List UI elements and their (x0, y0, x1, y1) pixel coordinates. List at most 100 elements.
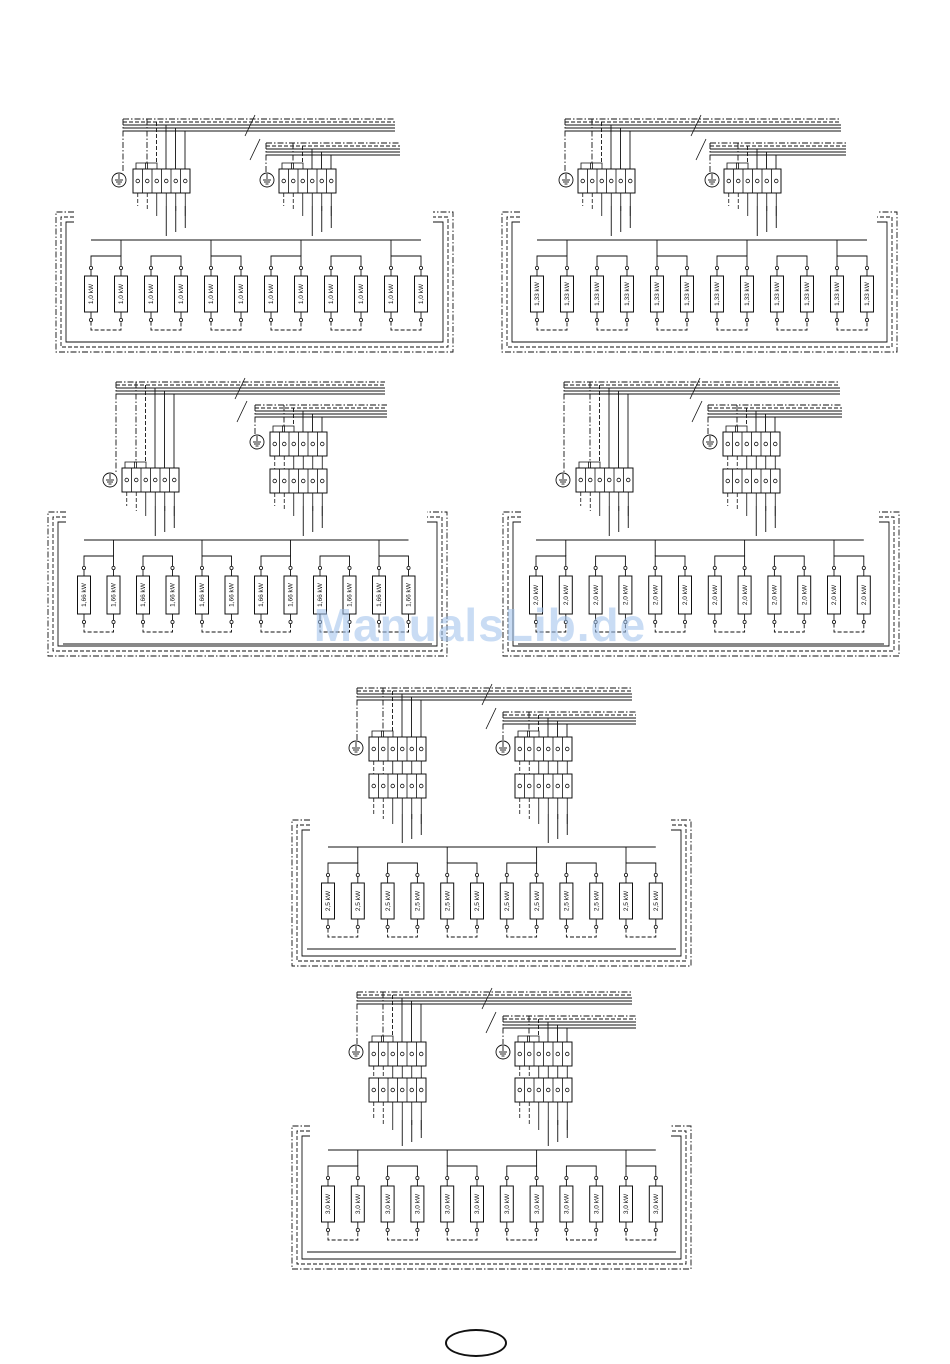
bridge-bottom (327, 1231, 359, 1241)
cable-slash (481, 987, 493, 1010)
heater-element: 3,0 kW (529, 1176, 544, 1233)
heater-terminal-top (89, 265, 94, 270)
heater-rating-label: 2,0 kW (831, 584, 838, 605)
bridge-bottom (596, 321, 628, 331)
heater-element: 1,33 kW (650, 265, 664, 322)
terminal-screw (536, 746, 541, 752)
bridge-bottom (625, 1231, 657, 1241)
terminal-screw (763, 478, 768, 484)
heater-rating-label: 1,33 kW (804, 281, 811, 306)
heater-rating-label: 2,0 kW (712, 584, 719, 605)
heater-element: 1,33 kW (680, 265, 694, 322)
heater-element: 1,66 kW (165, 566, 180, 625)
terminal-screw (381, 1051, 386, 1057)
terminal-screw (371, 1087, 376, 1093)
heater-rating-label: 2,0 kW (682, 584, 689, 605)
heater-element: 3,0 kW (440, 1176, 455, 1233)
terminal-bridge (371, 730, 384, 737)
terminal-screw (153, 477, 158, 483)
heater-element: 1,33 kW (860, 265, 874, 322)
bridge-bottom (656, 321, 688, 331)
terminal-screw (282, 441, 287, 447)
heater-element: 1,0 kW (324, 265, 338, 322)
terminal-screw (744, 441, 749, 447)
bridge-top (833, 555, 865, 567)
terminal-bridge (381, 1035, 394, 1042)
terminal-screw (773, 478, 778, 484)
terminal-screw (517, 1087, 522, 1093)
terminal-screw (400, 1051, 405, 1057)
heater-terminal-top (802, 566, 807, 571)
bridge-top (210, 255, 242, 267)
terminal-screw (320, 441, 325, 447)
heater-element: 2,5 kW (499, 873, 514, 930)
terminal-screw (597, 477, 602, 483)
cable-slash (485, 1011, 497, 1034)
heater-rating-label: 2,0 kW (861, 584, 868, 605)
loop-wire (506, 216, 893, 348)
heater-element: 1,0 kW (354, 265, 368, 322)
heater-element: 1,66 kW (313, 566, 327, 625)
terminal-block (368, 730, 427, 762)
heater-element: 1,0 kW (414, 265, 428, 322)
heater-element: 1,0 kW (144, 265, 158, 322)
heater-element: 2,5 kW (619, 873, 633, 930)
heater-terminal-bottom (355, 925, 360, 930)
heater-terminal-top (594, 873, 599, 878)
heater-terminal-top (178, 265, 183, 270)
heater-terminal-bottom (565, 317, 570, 322)
heater-terminal-top (504, 1176, 509, 1181)
heater-terminal-top (653, 873, 658, 878)
terminal-screw (628, 178, 633, 184)
bridge-bottom (327, 928, 359, 938)
terminal-screw (172, 477, 177, 483)
heater-terminal-top (564, 1176, 569, 1181)
heater-element: 2,0 kW (529, 566, 543, 625)
heater-terminal-top (415, 873, 420, 878)
heater-terminal-bottom (474, 925, 479, 930)
heater-rating-label: 2,5 kW (564, 890, 571, 911)
heater-element: 1,0 kW (84, 265, 98, 322)
heater-terminal-bottom (802, 620, 807, 625)
terminal-block (723, 162, 782, 194)
terminal-screw (616, 477, 621, 483)
terminal-screw (774, 178, 779, 184)
terminal-bridge (134, 461, 147, 468)
heater-terminal-top (535, 265, 540, 270)
heater-element: 2,5 kW (589, 873, 604, 930)
bridge-top (596, 255, 628, 267)
terminal-screw (565, 746, 570, 752)
heater-terminal-top (298, 265, 303, 270)
bridge-bottom (625, 928, 657, 938)
heater-rating-label: 2,5 kW (385, 890, 392, 911)
heater-terminal-top (119, 265, 124, 270)
terminal-screw (409, 746, 414, 752)
heater-terminal-bottom (317, 620, 322, 625)
bridge-top (330, 255, 362, 267)
heater-element: 2,0 kW (827, 566, 841, 625)
heater-terminal-bottom (415, 925, 420, 930)
heater-terminal-bottom (406, 620, 411, 625)
bridge-bottom (833, 623, 865, 633)
terminal-screw (609, 178, 614, 184)
loop-wire (301, 1135, 682, 1260)
terminal-block (121, 461, 180, 493)
heater-terminal-top (82, 566, 87, 571)
heater-element: 1,66 kW (254, 566, 268, 625)
heater-terminal-top (594, 1176, 599, 1181)
supply-cable (357, 987, 632, 1010)
heater-rating-label: 1,66 kW (376, 582, 383, 607)
terminal-block (368, 1035, 427, 1067)
terminal-screw (162, 477, 167, 483)
terminal-screw (134, 477, 139, 483)
terminal-bridge (517, 730, 530, 737)
heater-terminal-bottom (653, 1228, 658, 1233)
bridge-top (536, 255, 568, 267)
terminal-screw (527, 1051, 532, 1057)
terminal-block (514, 730, 573, 762)
terminal-screw (744, 478, 749, 484)
ground-symbol (702, 434, 718, 450)
heater-terminal-top (445, 873, 450, 878)
heater-rating-label: 3,0 kW (444, 1193, 451, 1214)
